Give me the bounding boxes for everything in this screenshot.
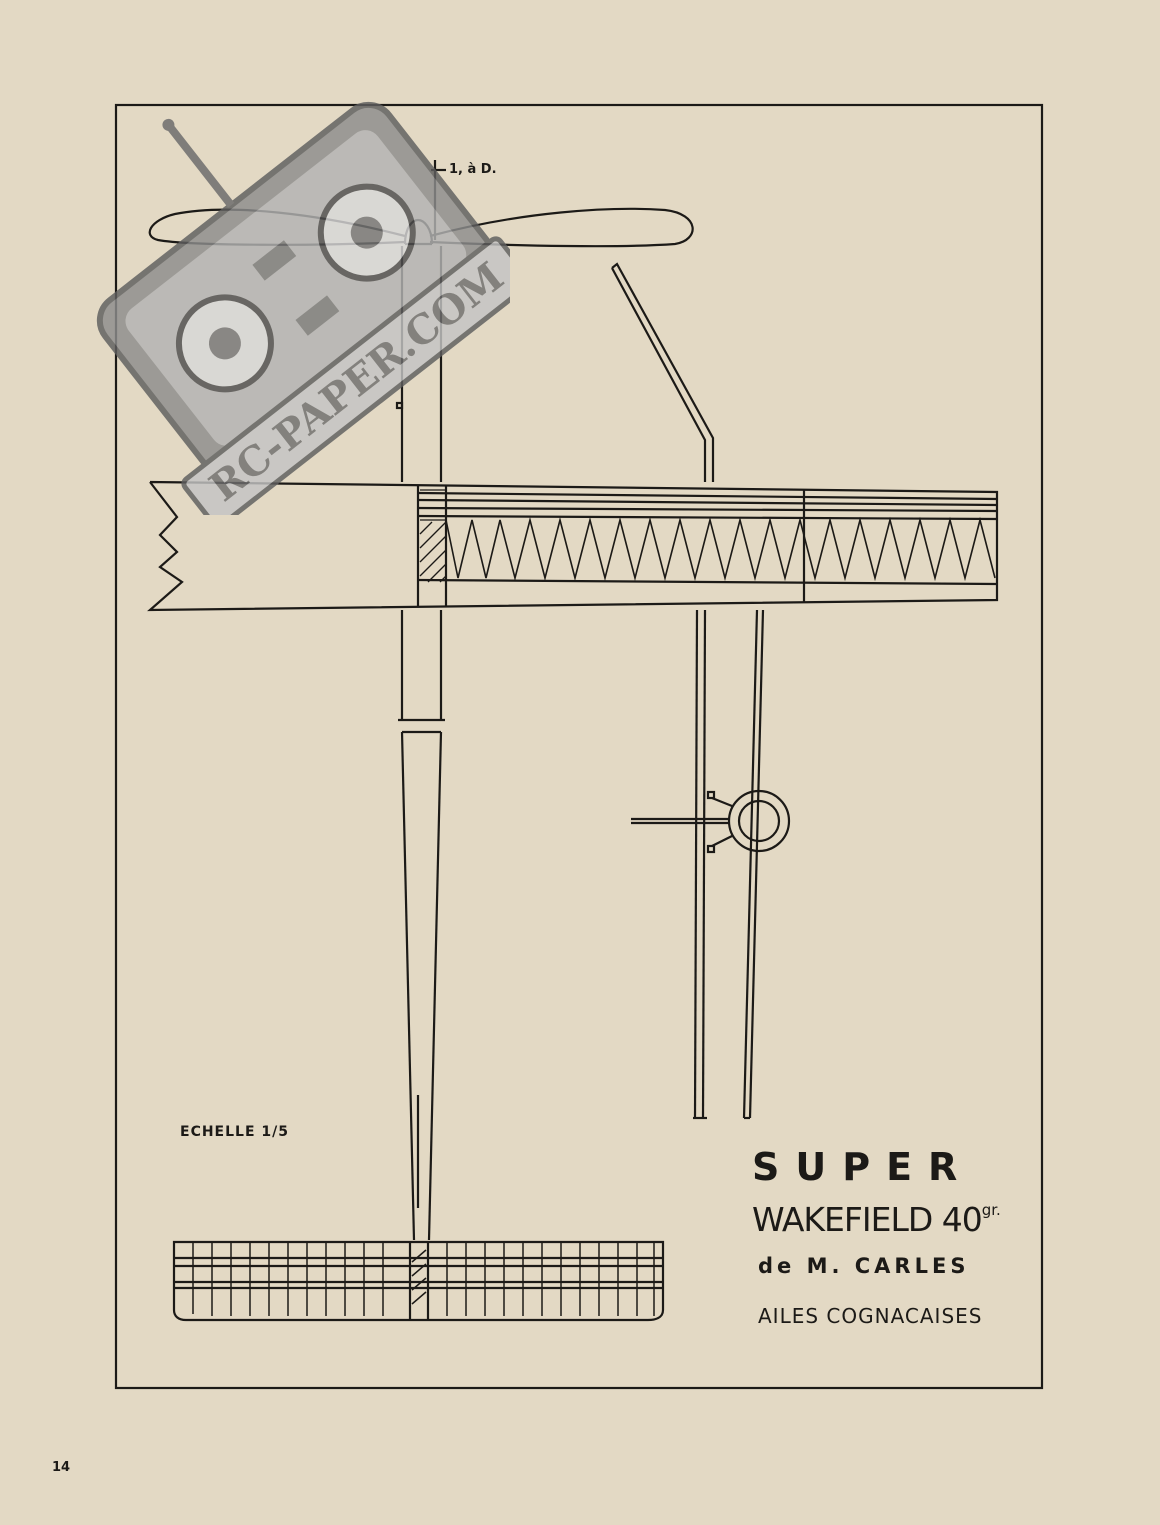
scale-label: ECHELLE 1/5	[180, 1124, 289, 1140]
plan-title-super: SUPER	[752, 1145, 974, 1189]
plan-author: de M. CARLES	[758, 1254, 970, 1278]
plan-title-model: WAKEFIELD 40gr.	[752, 1200, 1001, 1239]
tail-fitting	[631, 789, 791, 854]
wing-root-hatching	[419, 489, 447, 583]
page-number: 14	[52, 1460, 71, 1475]
stabilizer	[172, 1240, 665, 1322]
propeller-note: 1, à D.	[449, 162, 497, 177]
plan-club: AILES COGNACAISES	[758, 1304, 983, 1328]
fuselage-rear	[398, 610, 445, 1241]
model-name: WAKEFIELD 40	[752, 1200, 983, 1239]
main-wing	[147, 480, 999, 612]
watermark-logo: RC-PAPER.COM	[96, 101, 510, 515]
rc-transmitter-icon: RC-PAPER.COM	[96, 101, 510, 515]
weight-unit: gr.	[981, 1201, 1001, 1219]
wing-spar-truss	[445, 516, 996, 582]
stabilizer-ribs	[192, 1242, 655, 1316]
rudder	[611, 262, 765, 1120]
plan-frame	[114, 103, 1044, 1390]
